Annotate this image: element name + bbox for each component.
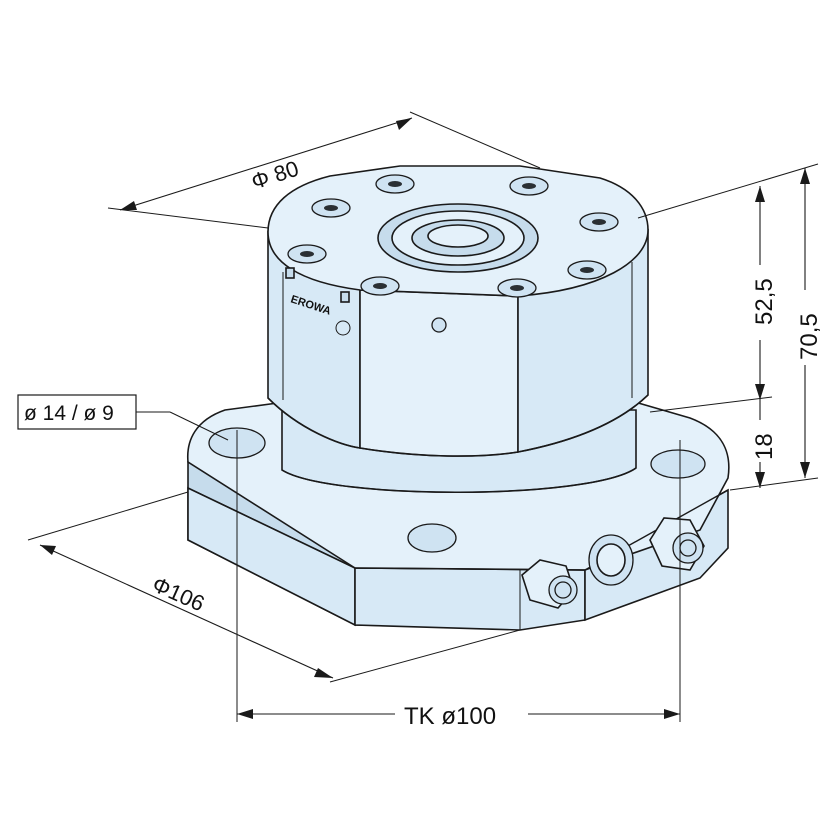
hole-callout: ø 14 / ø 9 [17, 394, 229, 441]
top-screws [287, 174, 619, 298]
upper-body: EROWA [267, 165, 649, 457]
height-upper-label: 52,5 [751, 278, 778, 325]
hole-spec-label: ø 14 / ø 9 [24, 402, 114, 425]
height-base-label: 18 [751, 433, 778, 460]
mounting-hole-right [650, 449, 706, 479]
side-set-screw [431, 317, 447, 333]
top-diameter-label: Φ 80 [248, 156, 302, 195]
height-total-label: 70,5 [796, 313, 823, 360]
logo-mark-icon [335, 320, 351, 336]
dim-heights: 52,5 18 70,5 [637, 163, 823, 491]
air-fittings [521, 517, 705, 609]
side-hole [407, 523, 457, 553]
bolt-circle-label: TK ø100 [404, 703, 496, 730]
dim-bolt-circle: TK ø100 [236, 430, 681, 730]
base-diameter-label: Φ106 [149, 571, 209, 616]
